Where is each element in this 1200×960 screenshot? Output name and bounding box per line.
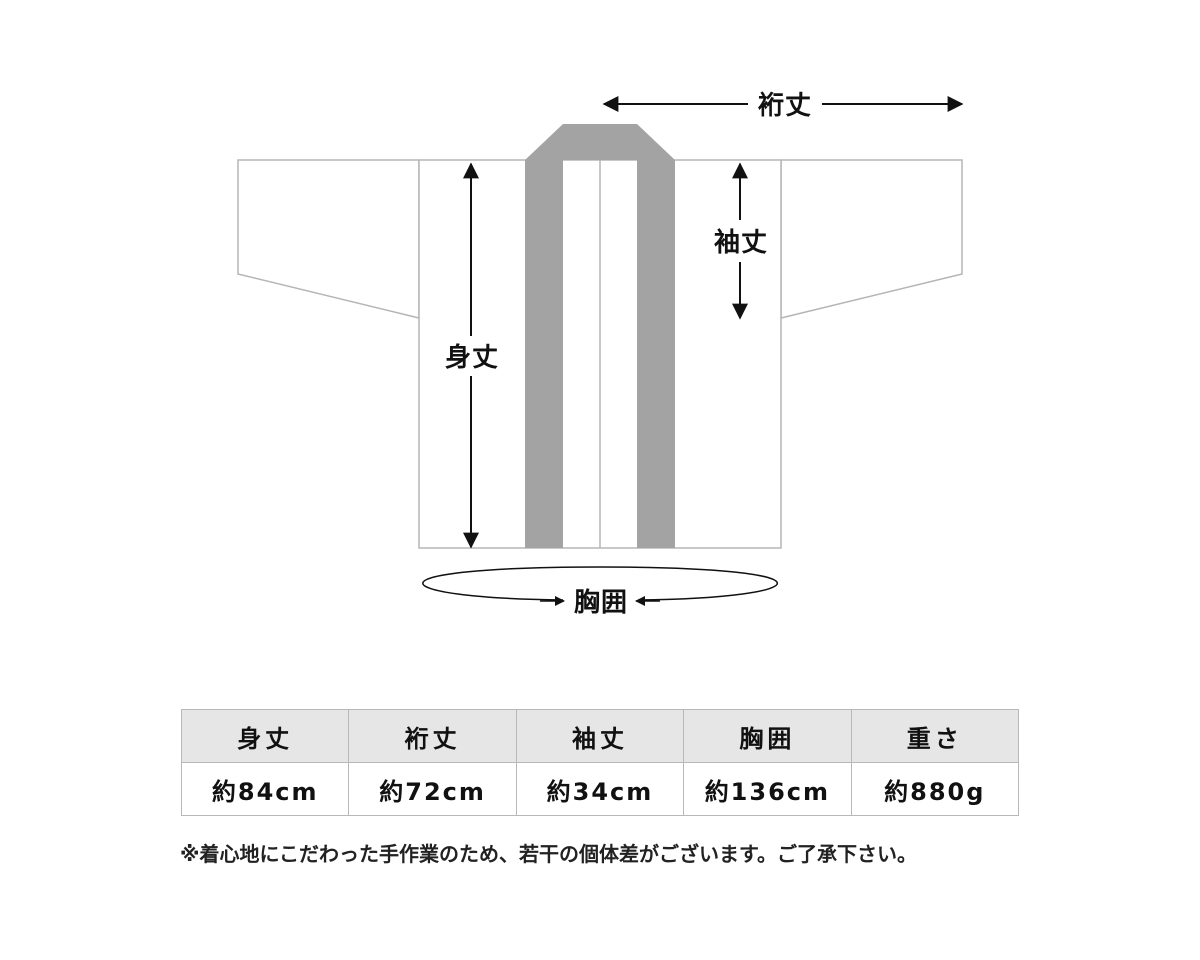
happi-size-diagram: 裄丈 袖丈 身丈 胸囲: [237, 91, 964, 618]
value-yuki: 約72cm: [348, 762, 517, 816]
header-yuki: 裄丈: [348, 709, 517, 763]
sode-dimension: 袖丈: [714, 162, 768, 320]
back-collar: [563, 124, 637, 160]
right-sleeve: [780, 159, 963, 319]
kyoi-dimension: 胸囲: [422, 566, 778, 618]
value-kyoi: 約136cm: [683, 762, 852, 816]
left-sleeve: [237, 159, 420, 319]
value-mi: 約84cm: [180, 762, 350, 816]
mi-label: 身丈: [445, 342, 499, 373]
right-collar-band: [637, 124, 675, 548]
value-sode: 約34cm: [515, 762, 685, 816]
garment: [237, 124, 963, 549]
value-weight: 約880g: [850, 762, 1020, 816]
yuki-dimension: 裄丈: [602, 91, 964, 121]
left-collar-band: [525, 124, 563, 548]
disclaimer-note: ※着心地にこだわった手作業のため、若干の個体差がございます。ご了承下さい。: [180, 842, 918, 866]
size-table: 身丈 裄丈 袖丈 胸囲 重さ 約84cm 約72cm 約34cm 約136cm …: [180, 709, 1020, 816]
header-sode: 袖丈: [515, 709, 685, 763]
table-header-row: 身丈 裄丈 袖丈 胸囲 重さ: [180, 709, 1020, 763]
chest-ellipse-upper: [422, 566, 778, 601]
sode-label: 袖丈: [714, 227, 768, 258]
kyoi-label: 胸囲: [574, 588, 628, 618]
table-row: 約84cm 約72cm 約34cm 約136cm 約880g: [180, 762, 1020, 816]
mi-dimension: 身丈: [445, 162, 499, 549]
header-weight: 重さ: [850, 709, 1020, 763]
header-mi: 身丈: [180, 709, 350, 763]
header-kyoi: 胸囲: [683, 709, 852, 763]
yuki-label: 裄丈: [757, 91, 812, 121]
